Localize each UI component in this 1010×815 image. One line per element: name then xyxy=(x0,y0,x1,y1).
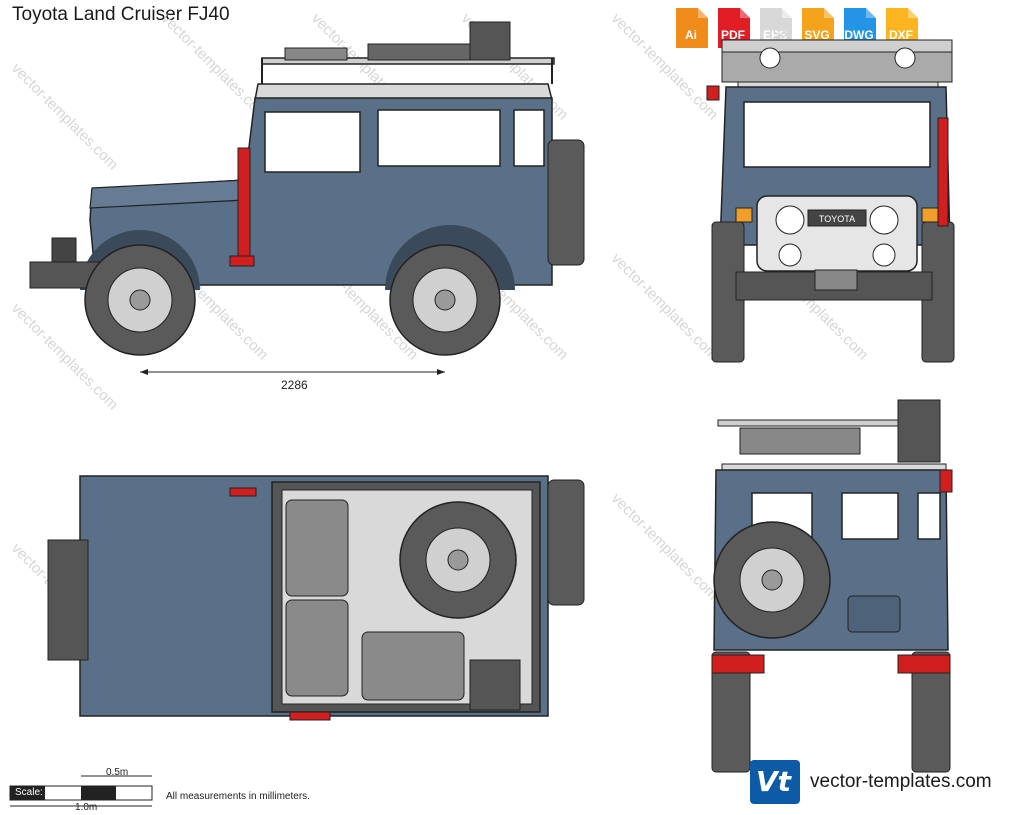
svg-file-icon[interactable]: SVG xyxy=(798,6,836,50)
ai-file-icon[interactable]: Ai xyxy=(672,6,710,50)
format-label-eps: EPS xyxy=(762,28,787,42)
vt-logo-text: Vt xyxy=(756,765,792,798)
brand-site[interactable]: vector-templates.com xyxy=(810,771,992,792)
front-grille-badge: TOYOTA xyxy=(819,214,855,224)
pdf-file-icon[interactable]: PDF xyxy=(714,6,752,50)
scale-bar xyxy=(9,775,153,807)
top-view xyxy=(47,475,585,721)
scale-label: Scale: 1:25 xyxy=(15,787,66,798)
dwg-file-icon[interactable]: DWG xyxy=(840,6,878,50)
format-label-pdf: PDF xyxy=(721,28,745,42)
format-label-dwg: DWG xyxy=(844,28,874,42)
wheelbase-dimension: 2286 xyxy=(281,378,308,392)
rear-view xyxy=(711,399,953,773)
scale-half-label: 0.5m xyxy=(106,767,129,778)
format-label-ai: Ai xyxy=(685,28,697,42)
eps-file-icon[interactable]: EPS xyxy=(756,6,794,50)
format-icons: Ai PDF EPS SVG DWG DXF xyxy=(672,6,920,50)
page-title: Toyota Land Cruiser FJ40 xyxy=(12,4,230,25)
scale-full-label: 1.0m xyxy=(75,802,98,813)
brand[interactable]: Vt vector-templates.com xyxy=(750,760,992,804)
measurement-note: All measurements in millimeters. xyxy=(166,791,310,802)
side-view xyxy=(29,21,585,375)
front-view: TOYOTA xyxy=(706,39,955,363)
format-label-svg: SVG xyxy=(804,28,830,42)
dxf-file-icon[interactable]: DXF xyxy=(882,6,920,50)
format-label-dxf: DXF xyxy=(889,28,913,42)
vt-logo-icon: Vt xyxy=(750,760,800,804)
